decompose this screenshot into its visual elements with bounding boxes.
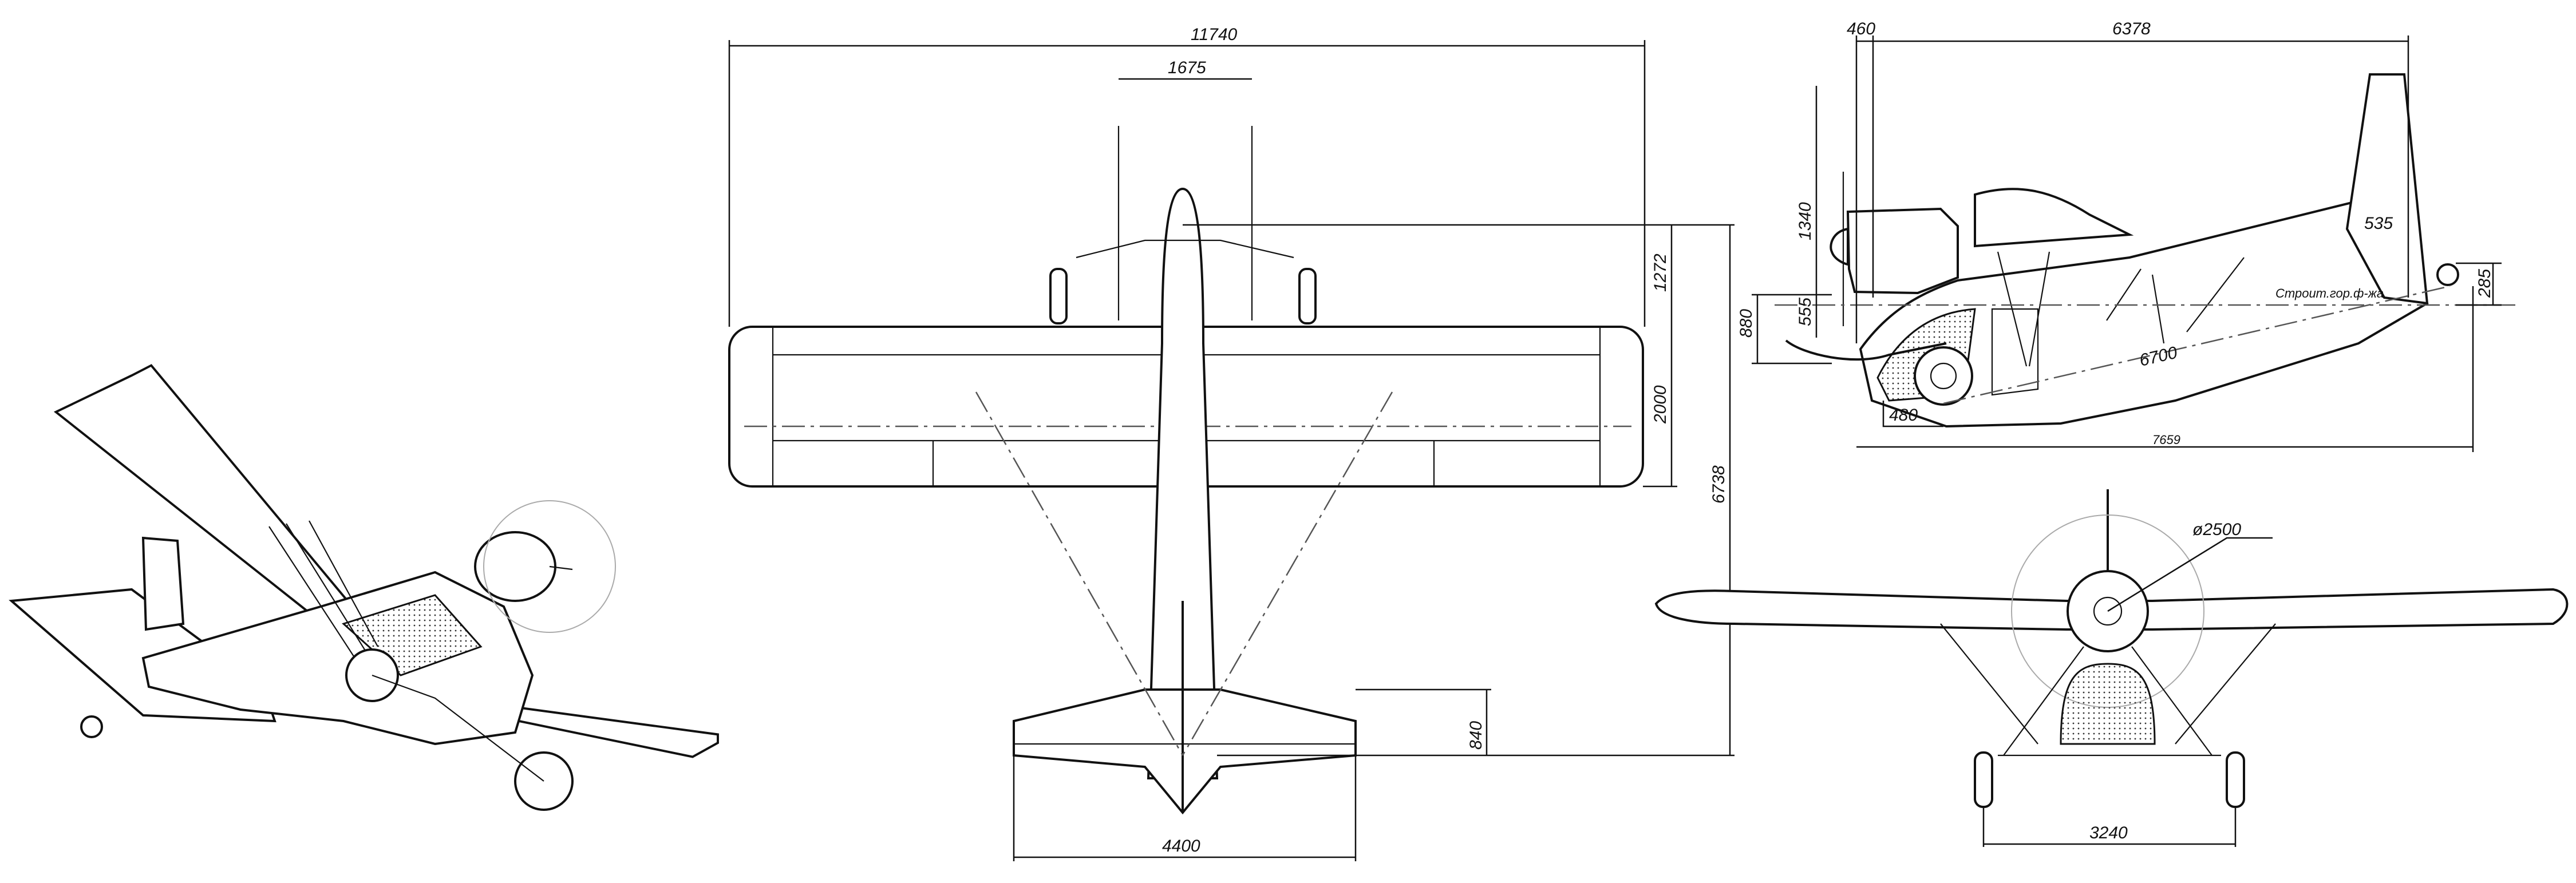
top-landing-gear: [1076, 239, 1294, 259]
top-left-wheel: [1049, 268, 1068, 324]
side-ski: [1785, 339, 1947, 361]
perspective-tail-wheel: [80, 715, 103, 738]
side-main-wheel: [1914, 346, 1973, 406]
dim-engine-to-fin-label: 6378: [2112, 19, 2151, 38]
dim-height-top-label: 1340: [1796, 202, 1815, 240]
dim-strut-spacing-label: 1675: [1168, 58, 1206, 77]
side-tailboom-truss: [2106, 257, 2245, 344]
side-struts: [1997, 251, 2050, 367]
dim-overall-length-label: 6738: [1709, 465, 1728, 504]
side-wing-root: [1974, 188, 2134, 248]
side-fuselage: [1859, 193, 2429, 428]
dim-span-label: 11740: [1191, 25, 1238, 44]
side-door: [1991, 308, 2039, 396]
dim-stab-offset-label: 535: [2364, 214, 2393, 233]
dim-prop-offset-label: 460: [1847, 19, 1875, 38]
front-view: ø2500 3240: [1654, 489, 2569, 847]
dim-total-length-label: 7659: [2152, 433, 2180, 447]
dim-tail-chord-label: 840: [1467, 721, 1485, 750]
dim-main-wheel-line: [1882, 401, 1943, 427]
dim-track-line: [1982, 807, 2237, 847]
side-main-wheel-hub: [1930, 362, 1957, 390]
front-left-wheel: [1974, 751, 1993, 808]
dim-prop-diameter-leader: [2107, 537, 2273, 612]
front-struts: [1940, 623, 2276, 757]
top-strut-posts: [1117, 126, 1253, 320]
top-horizontal-stabilizer: [1013, 688, 1357, 815]
dim-wing-chord-label: 2000: [1651, 385, 1670, 424]
dim-height-lower-label: 555: [1796, 298, 1815, 326]
perspective-gear-legs: [372, 674, 544, 782]
perspective-propeller-disc: [483, 500, 616, 633]
dim-tailwheel-line: [2456, 262, 2502, 306]
side-view: Строит.гор.ф-жа 460 6378 1340 555 880 53…: [1737, 19, 2519, 452]
dim-total-length-line: [1856, 286, 2474, 452]
front-right-wheel: [2226, 751, 2245, 808]
dim-tailwheel-height-label: 285: [2475, 269, 2494, 298]
dim-track-label: 3240: [2089, 823, 2128, 842]
dim-overall-length-line: [1217, 224, 1735, 757]
dim-tail-span-line: [1013, 755, 1357, 861]
front-canopy: [2060, 663, 2156, 745]
side-ground-line: [1943, 285, 2451, 405]
top-fuselage: [1147, 187, 1219, 779]
side-datum-note: Строит.гор.ф-жа: [2275, 286, 2384, 300]
dim-height-lines: [1752, 86, 1832, 365]
perspective-struts: [268, 520, 378, 659]
side-spinner: [1830, 227, 1849, 266]
top-right-wheel: [1298, 268, 1317, 324]
top-view: 11740 1675 1272 2000 6738 840 4400: [728, 25, 1735, 861]
dim-gear-height-label: 880: [1737, 309, 1756, 338]
dim-tail-span-label: 4400: [1162, 837, 1200, 856]
perspective-fin: [141, 536, 185, 631]
side-tail-wheel: [2436, 263, 2459, 286]
side-fin: [2345, 73, 2429, 305]
perspective-engine-cowl: [474, 531, 556, 602]
dim-nose-to-wing-label: 1272: [1651, 254, 1670, 292]
dim-main-wheel-offset-label: 480: [1889, 406, 1918, 425]
dim-top-lines: [1855, 35, 2409, 343]
dim-tail-chord-line: [1356, 688, 1491, 755]
front-spinner: [2093, 596, 2123, 626]
top-wing-struts: [975, 391, 1393, 756]
dim-span-line: [728, 40, 1646, 327]
dim-prop-diameter-label: ø2500: [2192, 520, 2241, 539]
perspective-view: [9, 364, 719, 811]
perspective-spinner: [549, 565, 573, 571]
dim-wing-lines: [1183, 224, 1694, 488]
side-engine-cowl: [1846, 207, 1959, 295]
